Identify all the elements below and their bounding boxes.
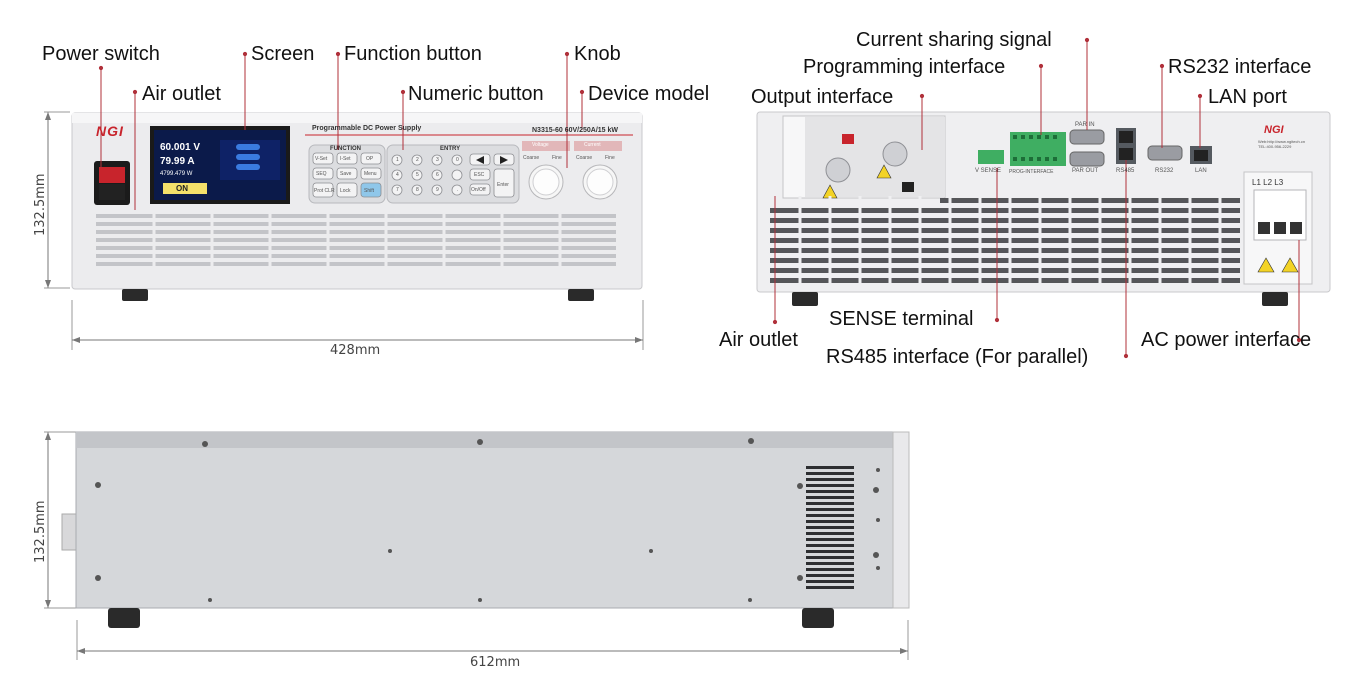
entry-group-label: ENTRY xyxy=(440,146,461,152)
callout-current-sharing-signal: Current sharing signal xyxy=(856,29,1052,51)
display-state: ON xyxy=(176,184,188,193)
key-4[interactable]: 4 xyxy=(396,172,399,178)
front-title: Programmable DC Power Supply xyxy=(312,125,422,132)
key-prot-clr[interactable]: Prot CLR xyxy=(314,188,335,194)
key-v-set[interactable]: V-Set xyxy=(315,156,328,162)
front-logo: NGI xyxy=(96,123,124,139)
callout-knob: Knob xyxy=(574,43,621,65)
rear-view xyxy=(756,37,1331,359)
callout-numeric-button: Numeric button xyxy=(408,83,544,105)
port-label-lan: LAN xyxy=(1195,168,1207,174)
side-view xyxy=(44,431,910,660)
key-op[interactable]: OP xyxy=(366,156,374,162)
key-shift[interactable]: Shift xyxy=(364,188,375,194)
key-1[interactable]: 1 xyxy=(396,157,399,163)
current-label: Current xyxy=(584,142,601,148)
callout-rs232-interface: RS232 interface xyxy=(1168,56,1312,78)
rear-info: Web:http://www.ngitech.cn TEL:400-956-22… xyxy=(1258,139,1306,149)
port-label-phases: L1 L2 L3 xyxy=(1252,178,1284,187)
port-label-rs232: RS232 xyxy=(1155,168,1174,174)
callout-screen: Screen xyxy=(251,43,315,65)
key-7[interactable]: 7 xyxy=(396,187,399,193)
knob-label-coarse-v: Coarse xyxy=(523,155,540,161)
callout-function-button: Function button xyxy=(344,43,482,65)
display-voltage: 60.001 V xyxy=(160,142,201,153)
knob-label-fine-i: Fine xyxy=(605,155,615,161)
front-width-dim: 428mm xyxy=(330,343,381,358)
callout-rs485-interface: RS485 interface (For parallel) xyxy=(826,346,1089,368)
key-5[interactable]: 5 xyxy=(416,172,419,178)
port-label-rs485: RS485 xyxy=(1116,168,1135,174)
front-view xyxy=(44,51,644,350)
front-model: N3315-60 60V/250A/15 kW xyxy=(532,127,618,134)
voltage-label: Voltage xyxy=(532,142,549,148)
function-group-label: FUNCTION xyxy=(330,146,361,152)
port-label-par-in: PAR IN xyxy=(1075,122,1095,128)
callout-programming-interface: Programming interface xyxy=(803,56,1006,78)
key-i-set[interactable]: I-Set xyxy=(340,156,351,162)
callout-output-interface: Output interface xyxy=(751,86,894,108)
key-2[interactable]: 2 xyxy=(416,157,419,163)
port-label-prog-interface: PROG-INTERFACE xyxy=(1009,169,1054,175)
port-label-v-sense: V SENSE xyxy=(975,168,1002,174)
key-dot[interactable]: . xyxy=(457,187,459,193)
key-6[interactable]: 6 xyxy=(436,172,439,178)
knob-label-coarse-i: Coarse xyxy=(576,155,593,161)
callout-air-outlet-front: Air outlet xyxy=(142,83,221,105)
key-enter[interactable]: Enter xyxy=(497,182,509,188)
callout-power-switch: Power switch xyxy=(42,43,160,65)
key-8[interactable]: 8 xyxy=(416,187,419,193)
display-power: 4799.479 W xyxy=(160,171,193,177)
rear-logo: NGI xyxy=(1264,124,1284,136)
display-current: 79.99 A xyxy=(160,156,195,167)
callout-lan-port: LAN port xyxy=(1208,86,1287,108)
key-3[interactable]: 3 xyxy=(436,157,439,163)
callout-sense-terminal: SENSE terminal xyxy=(829,308,974,330)
key-save[interactable]: Save xyxy=(340,171,352,177)
front-height-dim: 132.5mm xyxy=(33,173,48,236)
key-9[interactable]: 9 xyxy=(436,187,439,193)
side-length-dim: 612mm xyxy=(470,655,521,670)
side-height-dim: 132.5mm xyxy=(33,500,48,563)
port-label-par-out: PAR OUT xyxy=(1072,168,1099,174)
callout-air-outlet-rear: Air outlet xyxy=(719,329,798,351)
key-on-off[interactable]: On/Off xyxy=(471,187,486,193)
callout-device-model: Device model xyxy=(588,83,710,105)
key-lock[interactable]: Lock xyxy=(340,188,351,194)
key-menu[interactable]: Menu xyxy=(364,171,377,177)
key-esc[interactable]: ESC xyxy=(474,172,485,178)
callout-ac-power-interface: AC power interface xyxy=(1141,329,1312,351)
knob-label-fine-v: Fine xyxy=(552,155,562,161)
key-seq[interactable]: SEQ xyxy=(316,171,327,177)
key-0[interactable]: 0 xyxy=(456,157,459,163)
